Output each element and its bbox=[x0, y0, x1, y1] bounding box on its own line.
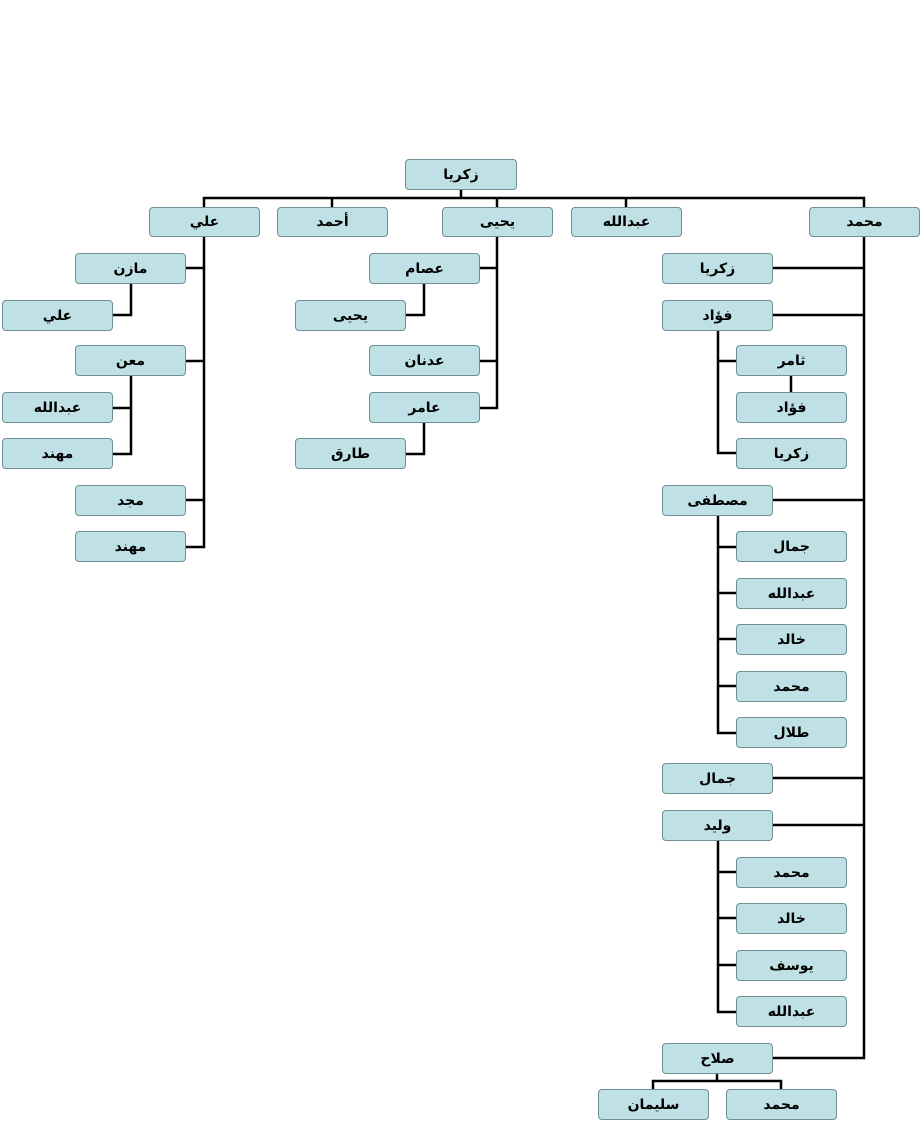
node-salah-muhammad[interactable]: محمد bbox=[726, 1089, 837, 1120]
node-ali-majd[interactable]: مجد bbox=[75, 485, 186, 516]
connector-salah bbox=[651, 1071, 783, 1091]
connector-amer bbox=[403, 421, 426, 456]
node-mustafa-abdullah[interactable]: عبدالله bbox=[736, 578, 847, 609]
node-mustafa-khaled[interactable]: خالد bbox=[736, 624, 847, 655]
node-amer-tareq[interactable]: طارق bbox=[295, 438, 406, 469]
node-yahya-adnan[interactable]: عدنان bbox=[369, 345, 480, 376]
node-yahya-issam[interactable]: عصام bbox=[369, 253, 480, 284]
node-muhammad-jamal[interactable]: جمال bbox=[662, 763, 773, 794]
node-muhammad-fuad[interactable]: فؤاد bbox=[662, 300, 773, 331]
connector-ali bbox=[183, 235, 206, 549]
node-walid-muhammad[interactable]: محمد bbox=[736, 857, 847, 888]
node-muhammad-mustafa[interactable]: مصطفى bbox=[662, 485, 773, 516]
node-muhammad-walid[interactable]: وليد bbox=[662, 810, 773, 841]
node-yahya-amer[interactable]: عامر bbox=[369, 392, 480, 423]
node-ali-maan[interactable]: معن bbox=[75, 345, 186, 376]
connector-walid bbox=[716, 838, 739, 1014]
node-mustafa-muhammad[interactable]: محمد bbox=[736, 671, 847, 702]
node-mazen-ali[interactable]: علي bbox=[2, 300, 113, 331]
node-muhammad-zakariya[interactable]: زكريا bbox=[662, 253, 773, 284]
connector-mazen bbox=[110, 281, 133, 317]
node-ahmad[interactable]: أحمد bbox=[277, 207, 388, 237]
connector-issam bbox=[403, 281, 426, 317]
node-fuad-zakariya[interactable]: زكريا bbox=[736, 438, 847, 469]
node-ali-mazen[interactable]: مازن bbox=[75, 253, 186, 284]
node-salah-sulayman[interactable]: سليمان bbox=[598, 1089, 709, 1120]
connector-fuad bbox=[716, 328, 793, 455]
node-walid-khaled[interactable]: خالد bbox=[736, 903, 847, 934]
node-thamer-fuad[interactable]: فؤاد bbox=[736, 392, 847, 423]
node-ali[interactable]: علي bbox=[149, 207, 260, 237]
node-walid-yusuf[interactable]: يوسف bbox=[736, 950, 847, 981]
node-fuad-thamer[interactable]: ثامر bbox=[736, 345, 847, 376]
connector-muhammad bbox=[770, 235, 866, 1060]
node-muhammad[interactable]: محمد bbox=[809, 207, 920, 237]
node-ali-muhannad[interactable]: مهند bbox=[75, 531, 186, 562]
node-abdullah[interactable]: عبدالله bbox=[571, 207, 682, 237]
node-root-zakariya[interactable]: زكريا bbox=[405, 159, 517, 190]
connector-yahya bbox=[477, 235, 499, 410]
node-maan-muhannad[interactable]: مهند bbox=[2, 438, 113, 469]
node-maan-abdullah[interactable]: عبدالله bbox=[2, 392, 113, 423]
node-issam-yahya[interactable]: يحيى bbox=[295, 300, 406, 331]
node-mustafa-talal[interactable]: طلال bbox=[736, 717, 847, 748]
node-muhammad-salah[interactable]: صلاح bbox=[662, 1043, 773, 1074]
connector-mustafa bbox=[716, 513, 739, 735]
node-mustafa-jamal[interactable]: جمال bbox=[736, 531, 847, 562]
node-walid-abdullah[interactable]: عبدالله bbox=[736, 996, 847, 1027]
node-yahya[interactable]: يحيى bbox=[442, 207, 553, 237]
connector-maan bbox=[110, 374, 133, 456]
connector-root bbox=[202, 188, 866, 209]
